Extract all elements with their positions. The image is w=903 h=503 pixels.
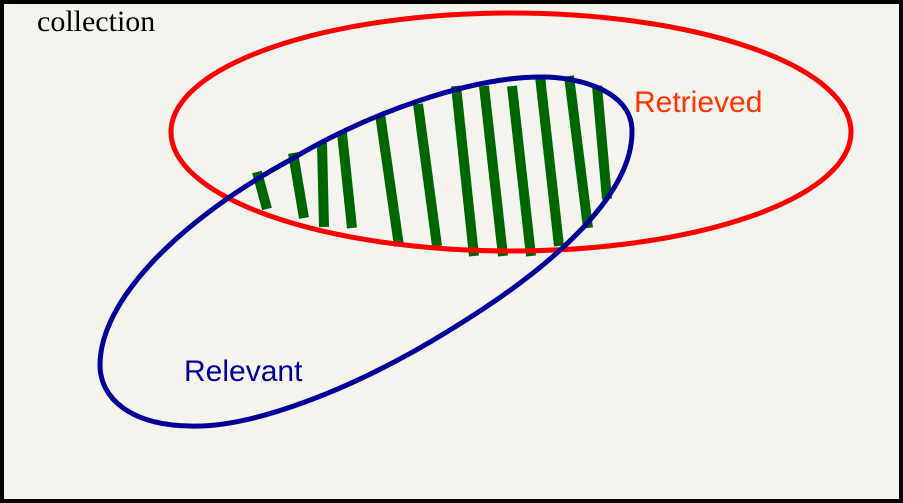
hatch-stripe (317, 142, 329, 228)
hatch-stripe (337, 132, 357, 229)
collection-label: collection (37, 5, 155, 38)
hatch-stripe (413, 103, 442, 247)
hatch-stripe (535, 75, 564, 247)
retrieved-ellipse (168, 10, 854, 254)
hatch-stripe (507, 85, 536, 257)
hatch-stripe (592, 85, 612, 200)
intersection-hatch (252, 75, 612, 257)
hatch-stripe (375, 113, 404, 247)
hatch-stripe (564, 75, 593, 229)
hatch-stripe (451, 85, 479, 257)
hatch-stripe (479, 85, 508, 257)
hatch-stripe (288, 152, 309, 219)
relevant-ellipse (97, 74, 635, 429)
relevant-label: Relevant (184, 355, 303, 388)
retrieved-label: Retrieved (634, 86, 762, 119)
